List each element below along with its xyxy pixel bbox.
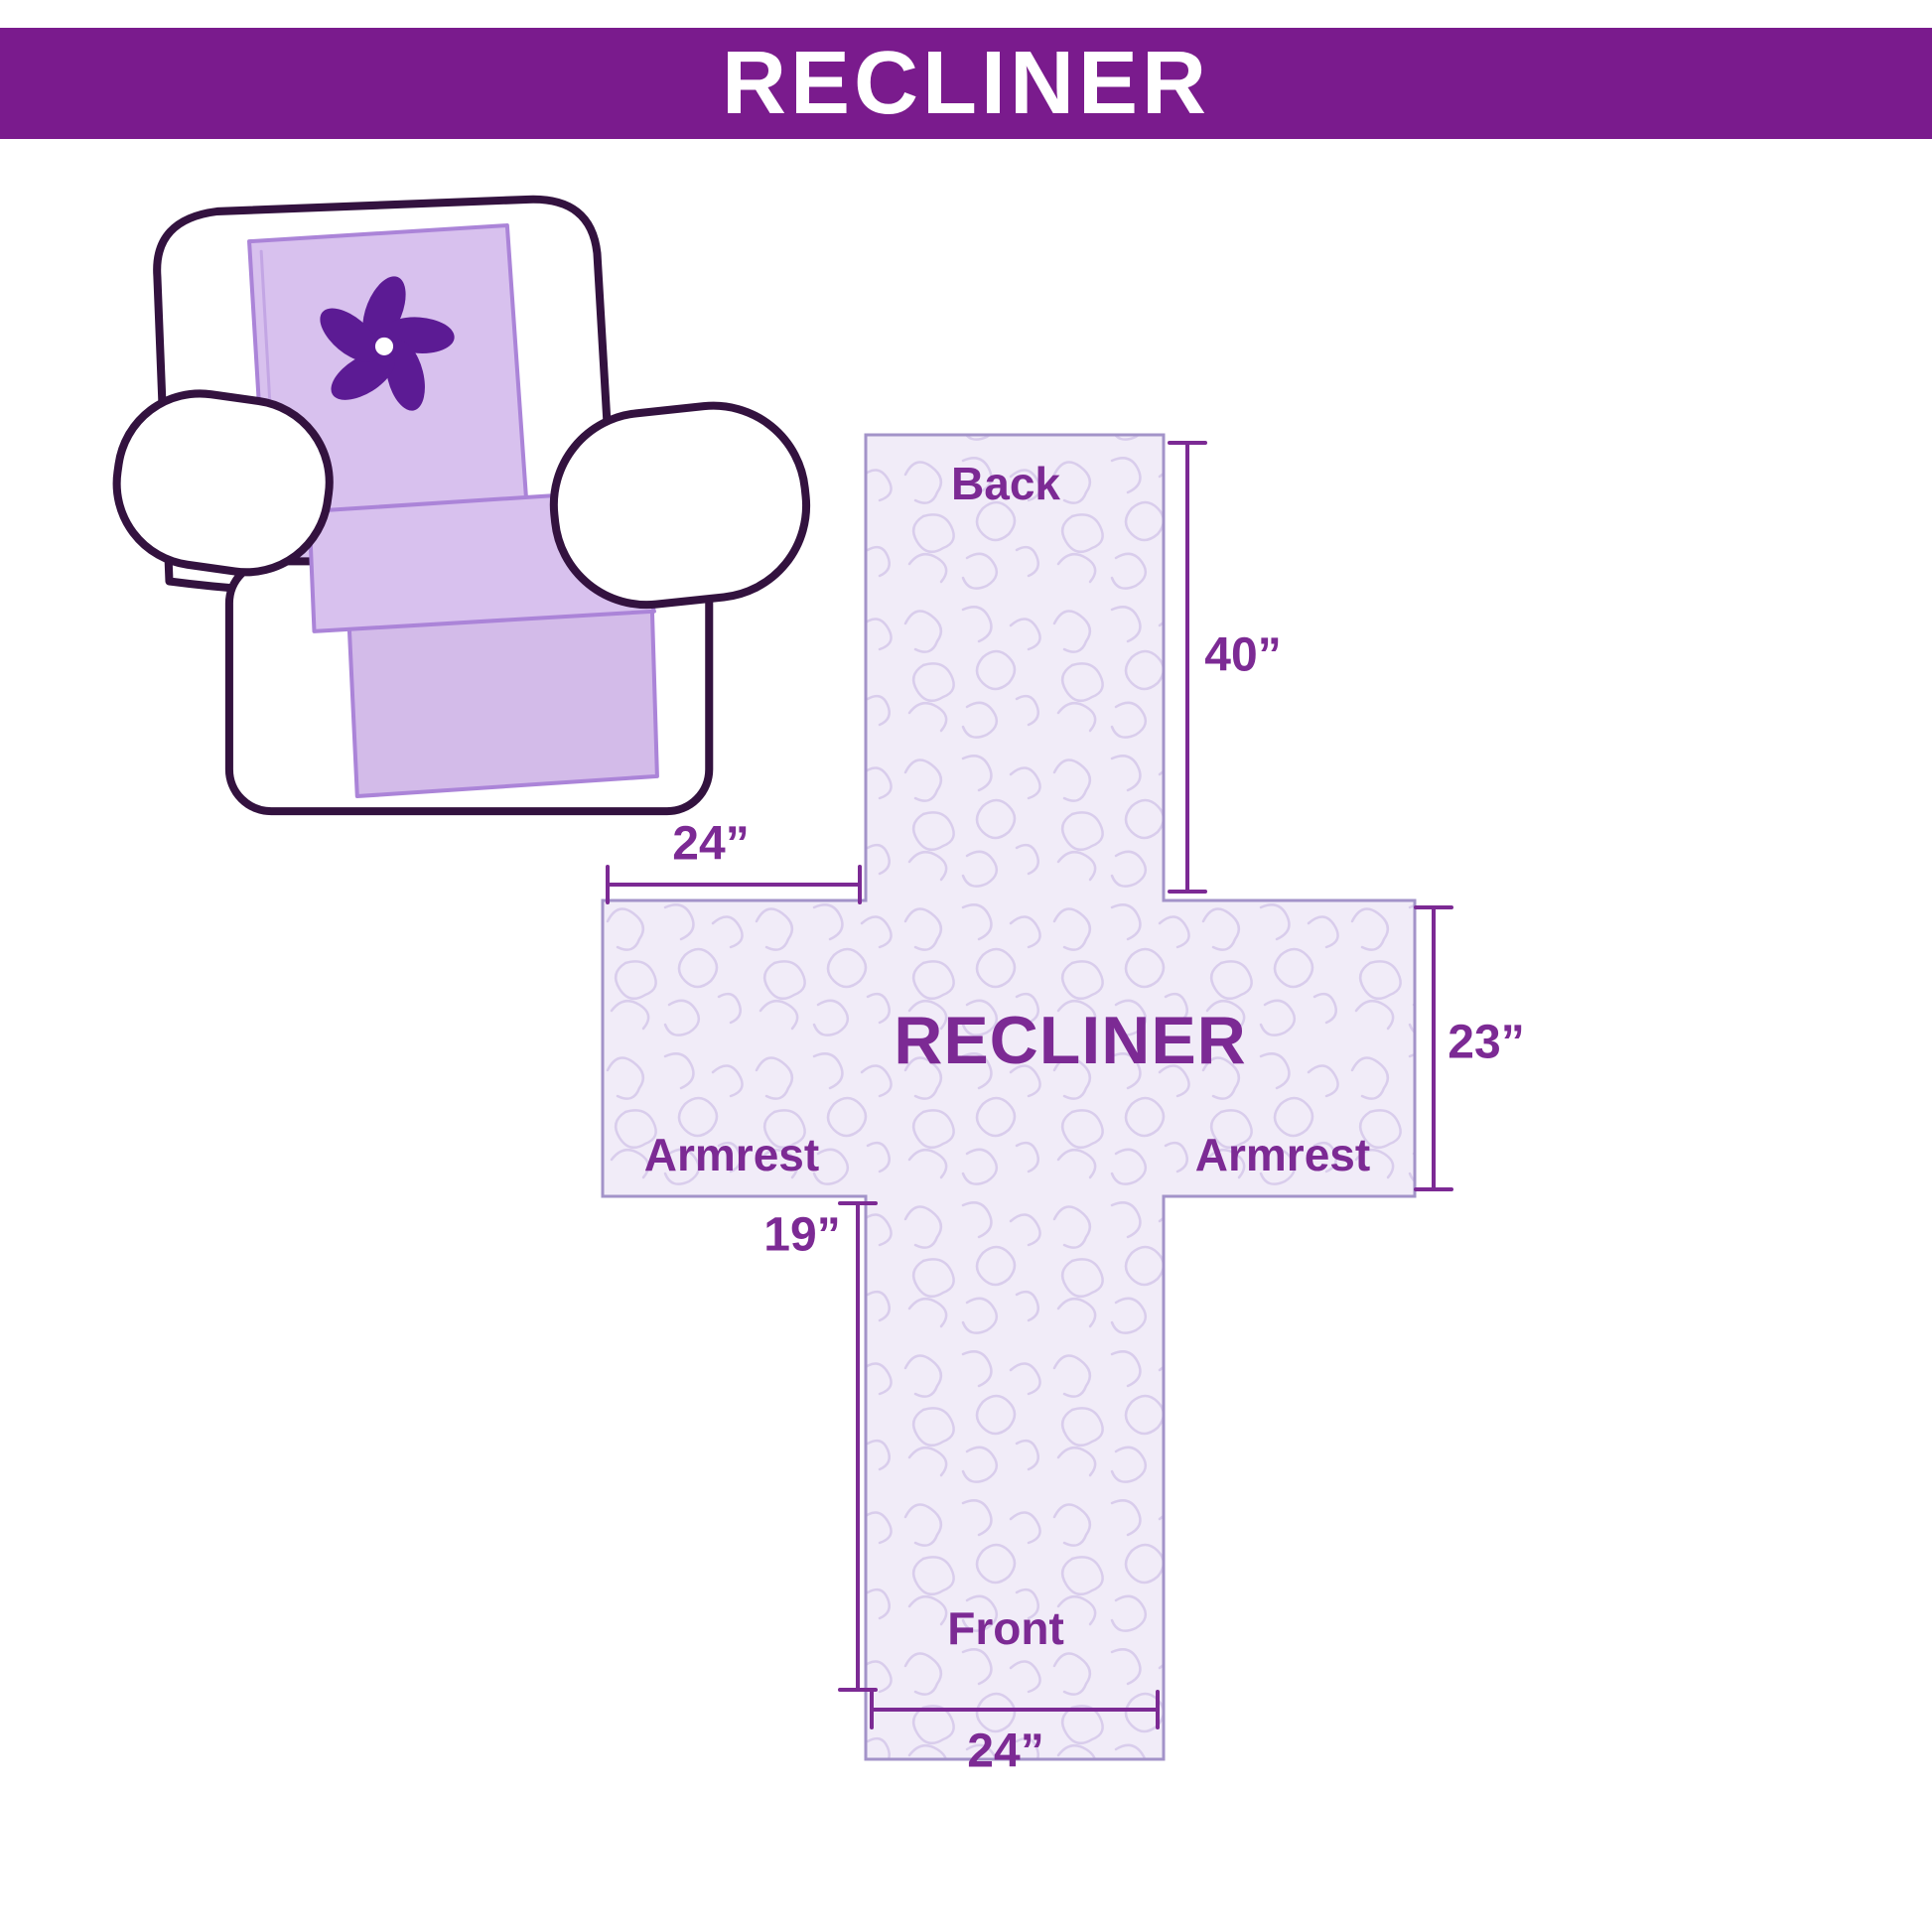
dimension-back-height: 40”	[1204, 628, 1282, 682]
chair-left-arm	[112, 389, 334, 577]
dimension-line-front-drop	[838, 1201, 878, 1692]
dimension-line-back-height	[1168, 441, 1207, 894]
front-panel-label: Front	[947, 1602, 1064, 1654]
dimension-line-side-height	[1414, 905, 1453, 1191]
recliner-chair-illustration	[99, 179, 814, 834]
armrest-left-label: Armrest	[643, 1129, 820, 1180]
back-panel-label: Back	[951, 458, 1060, 509]
title-banner: RECLINER	[0, 28, 1932, 139]
pinwheel-icon	[320, 276, 455, 411]
diagram-center-title: RECLINER	[894, 1003, 1247, 1078]
dimension-line-armrest-width	[606, 865, 862, 904]
dimension-front-drop: 19”	[763, 1208, 841, 1262]
cover-front-drape	[346, 607, 659, 799]
dimension-side-height: 23”	[1448, 1016, 1525, 1069]
dimension-armrest-width: 24”	[672, 817, 750, 871]
dimension-line-front-width	[870, 1690, 1160, 1729]
dimension-front-width: 24”	[967, 1725, 1044, 1778]
armrest-right-label: Armrest	[1194, 1129, 1371, 1180]
chair-drawing	[112, 195, 811, 816]
page-title: RECLINER	[721, 33, 1211, 133]
